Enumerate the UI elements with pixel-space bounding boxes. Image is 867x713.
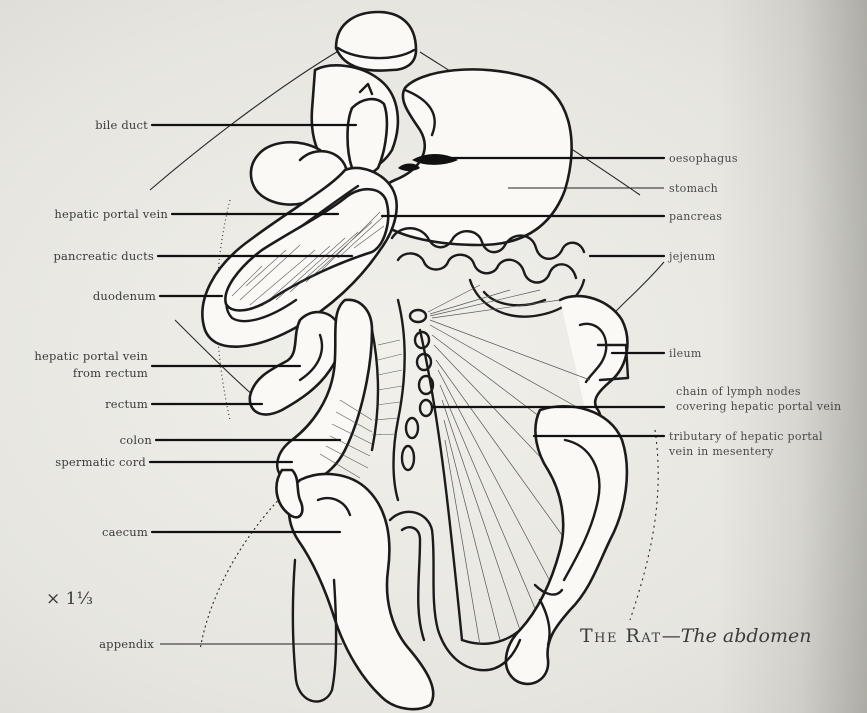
label-caecum: caecum <box>102 525 148 539</box>
central-vein <box>372 300 405 500</box>
label-tributary-line2: vein in mesentery <box>668 445 774 458</box>
label-ileum: ileum <box>669 347 702 360</box>
label-appendix: appendix <box>99 637 154 651</box>
caption-dash: — <box>662 625 681 647</box>
figure-caption: The Rat—The abdomen <box>580 625 812 647</box>
label-rectum: rectum <box>105 397 148 411</box>
label-tributary-line1: tributary of hepatic portal <box>669 430 823 443</box>
label-lymph-nodes-line2: covering hepatic portal vein <box>676 400 841 413</box>
caecum <box>289 474 520 709</box>
label-lymph-nodes-line1: chain of lymph nodes <box>676 385 801 398</box>
magnification-label: × 1⅓ <box>46 589 93 609</box>
label-hepatic-portal-vein: hepatic portal vein <box>54 207 168 221</box>
label-hepatic-portal-vein-from-rectum-line2: from rectum <box>73 366 148 380</box>
label-colon: colon <box>120 433 153 447</box>
label-duodenum: duodenum <box>93 289 156 303</box>
label-pancreas: pancreas <box>669 210 722 223</box>
label-jejenum: jejenum <box>667 250 716 263</box>
label-spermatic-cord: spermatic cord <box>55 455 146 469</box>
lymph-node-chain <box>402 310 433 470</box>
label-hepatic-portal-vein-from-rectum-line1: hepatic portal vein <box>34 349 148 363</box>
caption-main: The Rat <box>580 625 662 647</box>
label-bile-duct: bile duct <box>95 118 148 132</box>
oesophagus-top <box>336 12 416 71</box>
label-pancreatic-ducts: pancreatic ducts <box>53 249 154 263</box>
label-oesophagus: oesophagus <box>669 152 738 165</box>
caption-italic: The abdomen <box>681 625 812 647</box>
label-stomach: stomach <box>669 182 718 195</box>
